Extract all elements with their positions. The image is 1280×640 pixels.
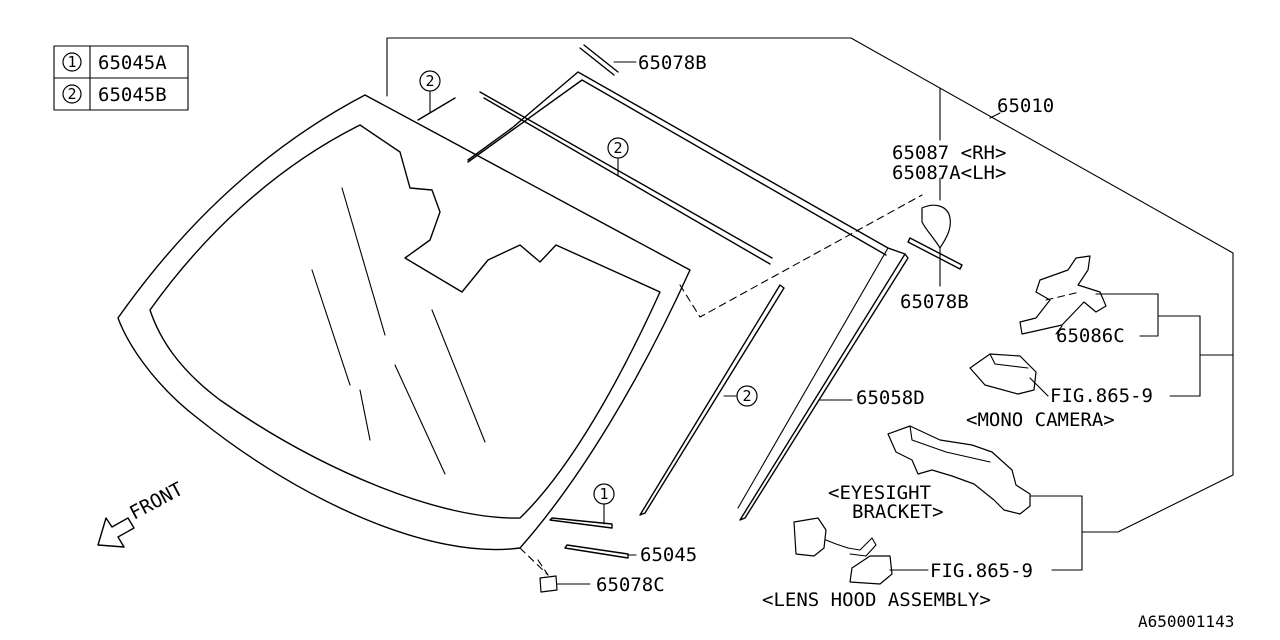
callout-fig-lens: FIG.865-9: [930, 560, 1033, 582]
group-outline-65010: [386, 37, 1234, 533]
legend-marker-2: 2: [67, 85, 76, 103]
part-mono-camera: [969, 353, 1037, 395]
callout-65045: 65045: [640, 544, 697, 566]
callout-65010: 65010: [997, 95, 1054, 117]
legend-part-2: 65045B: [98, 84, 167, 106]
legend-part-1: 65045A: [98, 52, 167, 74]
callout-eyesight-line1: <EYESIGHT: [828, 482, 931, 504]
front-arrow: FRONT: [97, 478, 187, 548]
circle-markers: 2 2 2 1: [419, 70, 758, 505]
marker-2-top-left: 2: [425, 72, 434, 90]
part-65087: [921, 204, 951, 249]
marker-1-bottom: 1: [599, 485, 608, 503]
front-label: FRONT: [126, 478, 187, 524]
callout-lens-hood: <LENS HOOD ASSEMBLY>: [762, 589, 991, 611]
callout-65058D: 65058D: [856, 387, 925, 409]
part-lens-hood: [793, 517, 893, 585]
marker-2-center: 2: [613, 139, 622, 157]
part-eyesight-bracket: [887, 425, 1031, 515]
part-65086C: [1019, 255, 1107, 335]
marker-2-side: 2: [742, 387, 751, 405]
reference-code: A650001143: [1138, 612, 1234, 631]
callout-mono-camera: <MONO CAMERA>: [966, 409, 1115, 431]
callout-fig-mono: FIG.865-9: [1050, 385, 1153, 407]
leader-lines: [429, 61, 1234, 585]
legend-table: 1 65045A 2 65045B: [53, 45, 189, 111]
callout-65078B-top: 65078B: [638, 52, 707, 74]
callout-65078C: 65078C: [596, 574, 665, 596]
callout-65087-rh: 65087 <RH>: [892, 142, 1006, 164]
callout-65078B-right: 65078B: [900, 291, 969, 313]
dashed-leaders: [519, 194, 923, 576]
callout-65087A-lh: 65087A<LH>: [892, 162, 1006, 184]
callout-eyesight-line2: BRACKET>: [852, 501, 944, 523]
callout-65086C: 65086C: [1056, 325, 1125, 347]
moldings: [417, 44, 963, 593]
legend-marker-1: 1: [67, 53, 76, 71]
windshield-glass: [117, 94, 691, 551]
callout-labels: 65078B 65010 65087 <RH> 65087A<LH> 65078…: [596, 52, 1234, 631]
